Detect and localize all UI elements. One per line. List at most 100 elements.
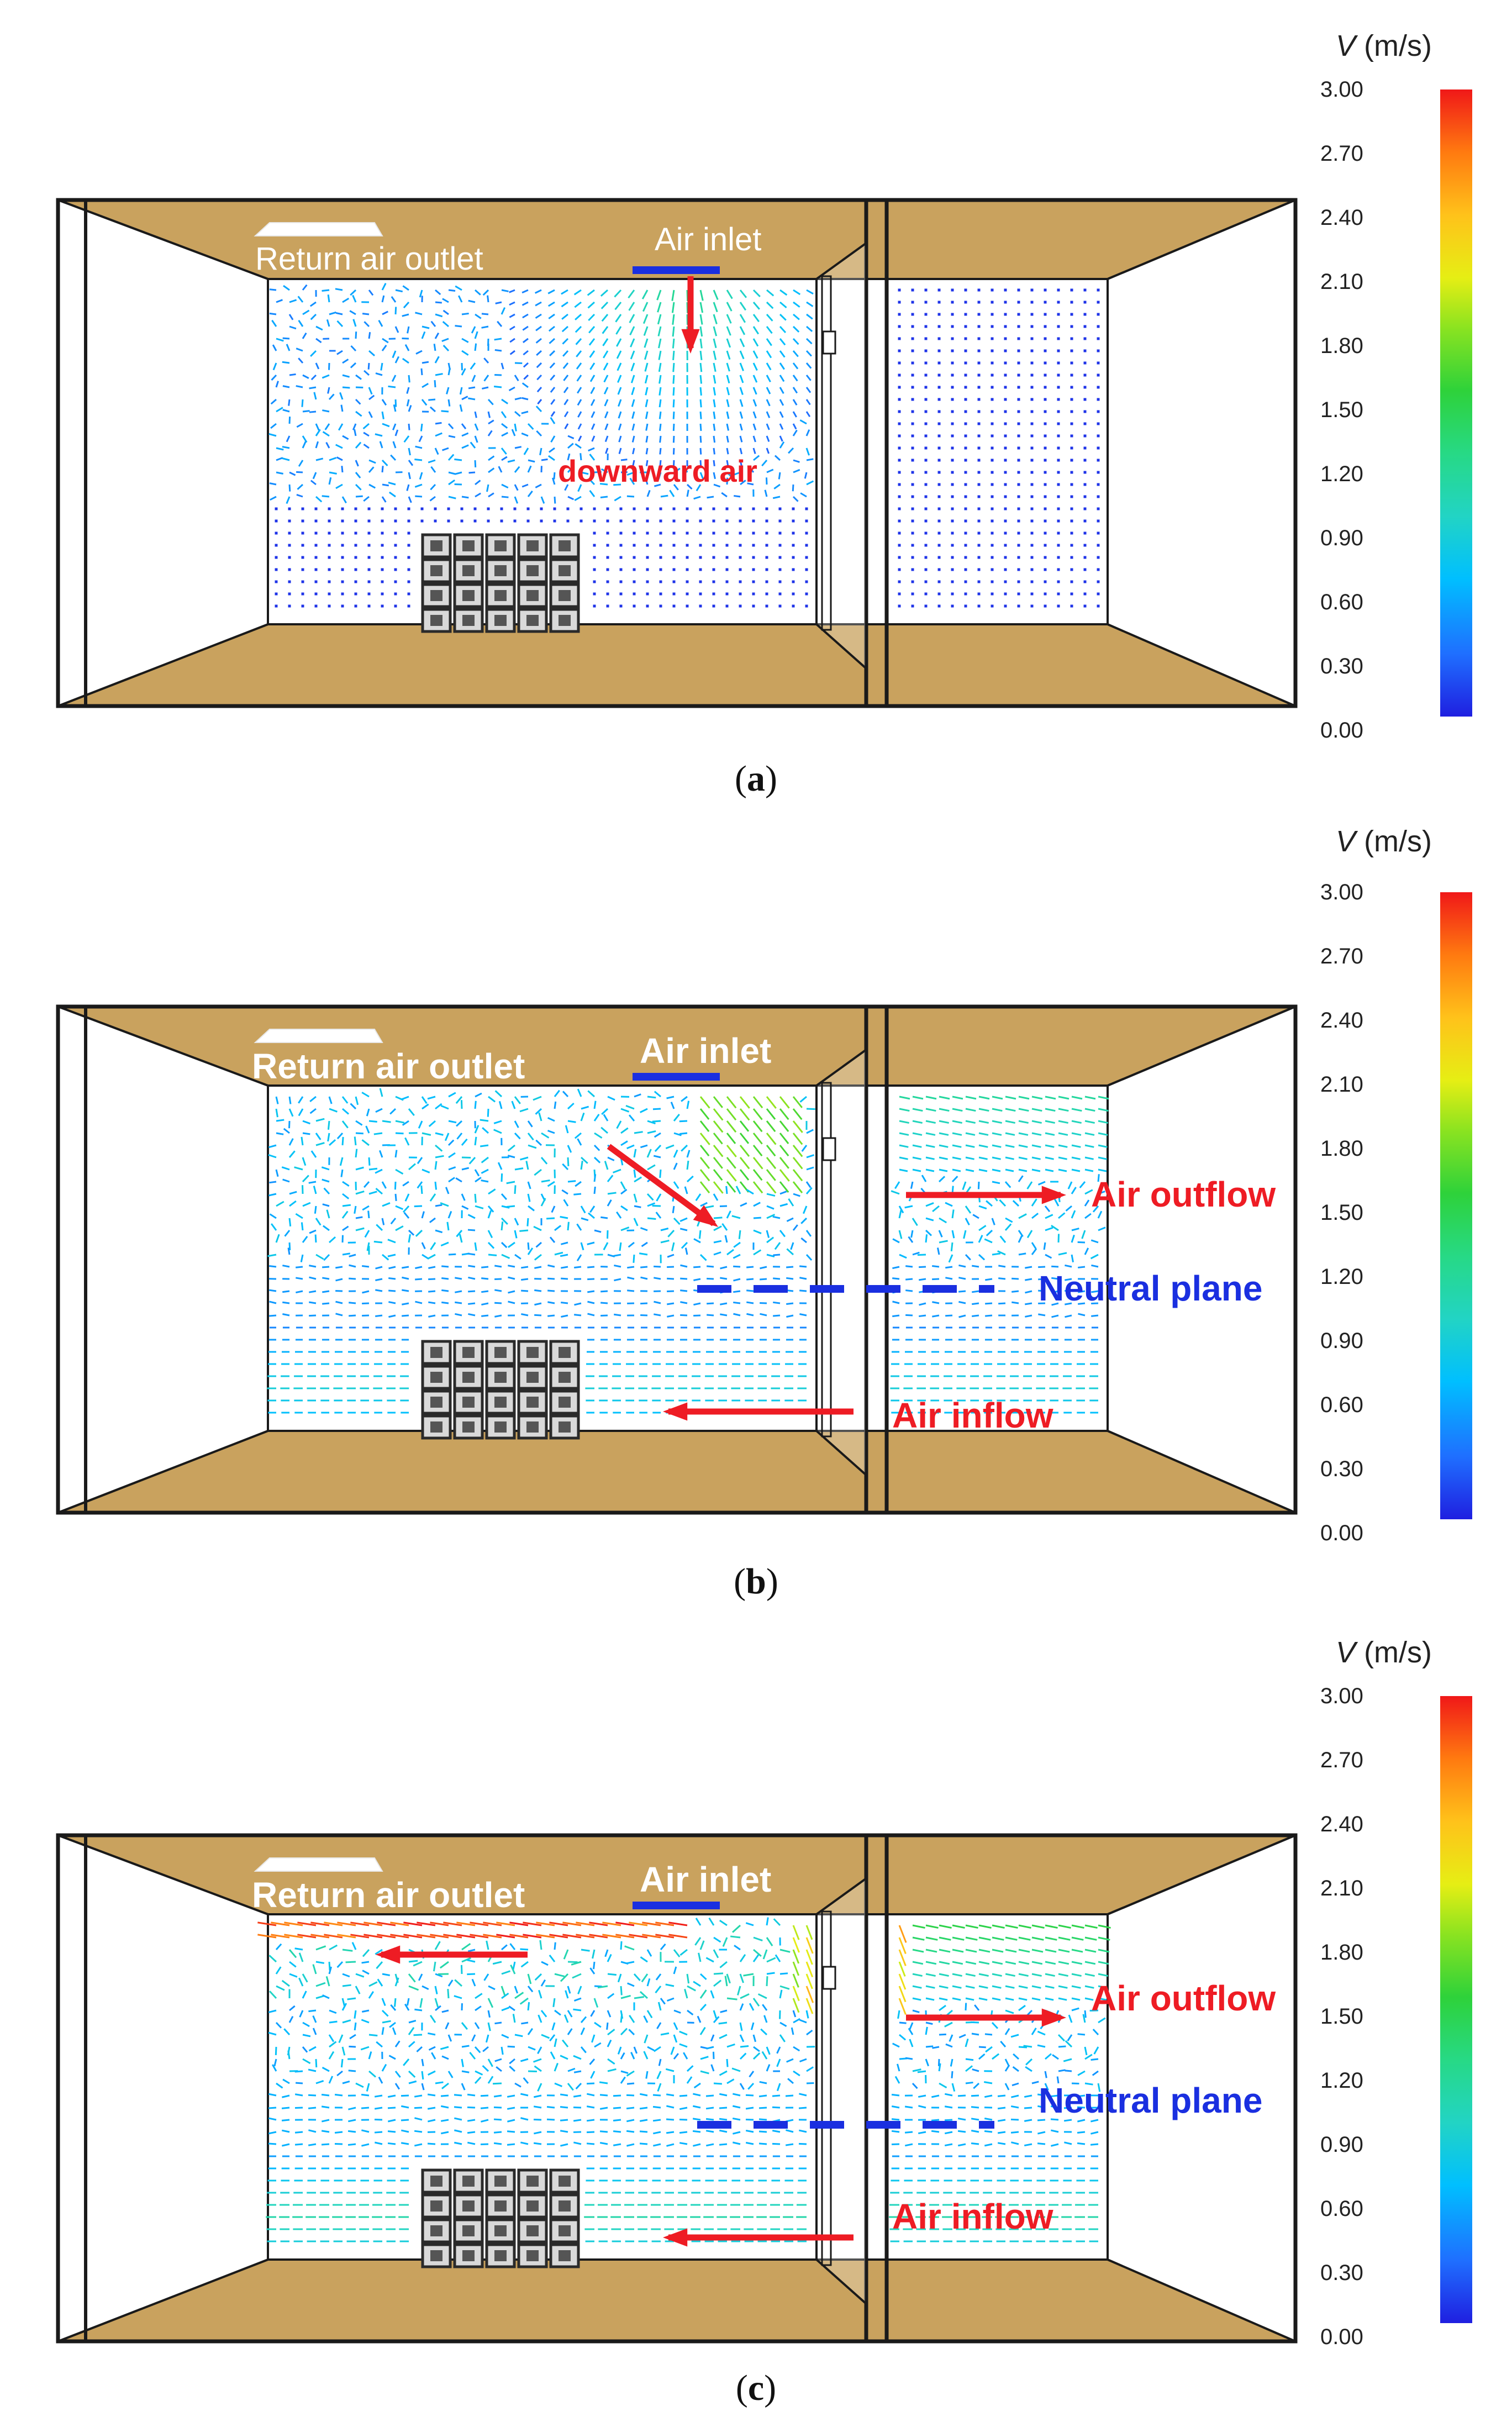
vector-dot: [699, 568, 702, 571]
vector-arrow: [494, 1290, 502, 1291]
vector-dot: [1057, 483, 1060, 486]
vector-dot: [593, 605, 596, 608]
cargo-box-hole: [526, 590, 539, 601]
vector-dot: [1071, 301, 1073, 304]
vector-arrow: [494, 1266, 502, 1267]
vector-arrow: [966, 2082, 973, 2083]
vector-arrow: [939, 2063, 940, 2071]
vector-dot: [991, 459, 994, 462]
vector-dot: [686, 593, 689, 596]
vector-arrow: [455, 1278, 462, 1279]
vector-arrow: [475, 1194, 476, 1203]
vector-arrow: [435, 1161, 436, 1170]
vector-dot: [368, 544, 371, 547]
vector-dot: [1057, 435, 1060, 438]
vector-dot: [991, 544, 994, 547]
vector-dot: [965, 289, 967, 292]
vector-arrow: [528, 2002, 529, 2010]
vector-dot: [912, 362, 914, 365]
vector-dot: [1044, 508, 1047, 510]
vector-arrow: [985, 1279, 992, 1280]
vector-dot: [766, 508, 768, 510]
vector-dot: [925, 532, 928, 535]
vector-arrow: [547, 2107, 555, 2108]
vector-dot: [593, 532, 596, 535]
vector-arrow: [402, 1290, 409, 1291]
vector-arrow: [687, 302, 688, 313]
vector-dot: [991, 398, 994, 401]
air-inflow-label: Air inflow: [892, 2199, 1053, 2234]
vector-arrow: [449, 399, 450, 407]
vector-arrow: [905, 2132, 913, 2133]
vector-dot: [275, 544, 278, 547]
vector-arrow: [441, 2095, 449, 2096]
vector-arrow: [415, 496, 422, 497]
vector-dot: [965, 593, 967, 596]
vector-arrow: [409, 1961, 418, 1962]
cargo-box-hole: [430, 540, 442, 551]
cargo-box-hole: [430, 1372, 442, 1383]
vector-arrow: [341, 1170, 343, 1177]
vector-dot: [792, 605, 795, 608]
cargo-box-hole: [559, 615, 571, 626]
vector-dot: [1018, 362, 1020, 365]
vector-dot: [739, 568, 742, 571]
vector-arrow: [587, 1291, 594, 1292]
vector-dot: [991, 435, 994, 438]
vector-dot: [1031, 496, 1034, 498]
vector-dot: [938, 483, 941, 486]
vector-dot: [938, 410, 941, 413]
vector-dot: [805, 520, 808, 523]
vector-dot: [1004, 471, 1007, 474]
vector-dot: [315, 593, 318, 596]
vector-arrow: [362, 1962, 369, 1963]
vector-arrow: [428, 2094, 435, 2095]
vector-dot: [1084, 398, 1087, 401]
cargo-stack: [423, 1341, 578, 1438]
vector-arrow: [322, 2107, 329, 2108]
vector-dot: [1097, 568, 1100, 571]
air-inlet: [633, 1902, 720, 1909]
door-handle: [823, 1138, 835, 1160]
vector-dot: [1071, 435, 1073, 438]
legend-tick-label: 0.00: [1320, 2326, 1398, 2348]
vector-arrow: [341, 405, 343, 412]
vector-dot: [1057, 471, 1060, 474]
vector-dot: [1057, 605, 1060, 608]
vector-arrow: [322, 2131, 329, 2132]
vector-dot: [646, 532, 649, 535]
vector-dot: [699, 556, 702, 559]
vector-arrow: [971, 2143, 979, 2144]
vector-arrow: [1011, 2132, 1019, 2133]
vector-dot: [646, 605, 649, 608]
vector-arrow: [428, 1291, 435, 1292]
vector-dot: [620, 605, 623, 608]
vector-dot: [965, 301, 967, 304]
vector-arrow: [951, 1242, 952, 1251]
cargo-box-hole: [559, 2200, 571, 2212]
vector-dot: [898, 471, 901, 474]
vector-dot: [341, 605, 344, 608]
vector-arrow: [441, 1266, 449, 1267]
vector-dot: [686, 532, 689, 535]
vector-dot: [1031, 423, 1034, 425]
vector-arrow: [495, 350, 502, 351]
vector-arrow: [654, 1266, 661, 1267]
vector-dot: [1071, 459, 1073, 462]
cargo-box-hole: [430, 2200, 442, 2212]
vector-dot: [1018, 605, 1020, 608]
vector-arrow: [640, 1303, 647, 1304]
vector-dot: [275, 508, 278, 510]
vector-dot: [1057, 544, 1060, 547]
vector-arrow: [594, 1101, 596, 1109]
vector-dot: [898, 544, 901, 547]
vector-arrow: [666, 2119, 674, 2120]
vector-dot: [766, 544, 768, 547]
vector-arrow: [308, 2010, 316, 2012]
vector-arrow: [931, 2131, 939, 2132]
vector-dot: [978, 483, 981, 486]
vector-dot: [1097, 289, 1100, 292]
vector-dot: [991, 423, 994, 425]
vector-dot: [1097, 362, 1100, 365]
vector-dot: [341, 508, 344, 510]
